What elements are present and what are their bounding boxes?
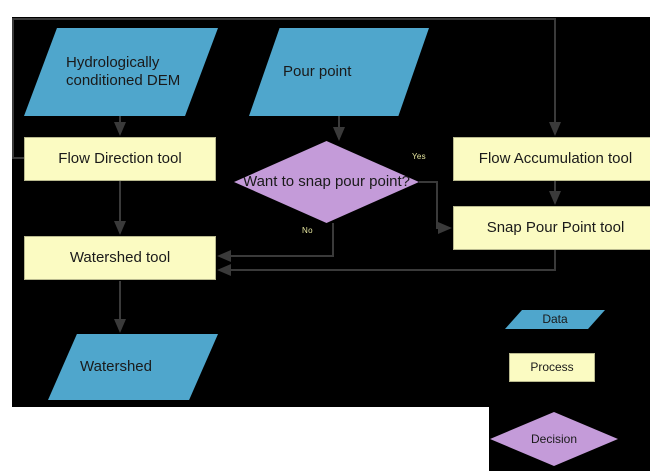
- node-label: Want to snap pour point?: [242, 172, 411, 190]
- node-label: Flow Direction tool: [58, 149, 182, 167]
- node-label: Hydrologically conditioned DEM: [66, 53, 181, 89]
- legend-label: Decision: [530, 431, 578, 446]
- legend-item-data: Data: [505, 310, 605, 329]
- node-pour-point[interactable]: Pour point: [249, 28, 429, 116]
- node-label: Pour point: [283, 62, 352, 80]
- node-flow-direction-tool[interactable]: Flow Direction tool: [24, 137, 216, 181]
- node-hydrologically-conditioned-dem[interactable]: Hydrologically conditioned DEM: [24, 28, 218, 116]
- branch-label-yes: Yes: [412, 152, 426, 161]
- node-label: Watershed: [80, 357, 152, 375]
- node-label: Flow Accumulation tool: [478, 149, 633, 167]
- legend-item-process: Process: [509, 353, 595, 382]
- legend-label: Data: [542, 312, 568, 327]
- legend-label: Process: [530, 360, 574, 375]
- branch-label-no: No: [302, 226, 313, 235]
- node-label: Snap Pour Point tool: [486, 218, 625, 236]
- node-label: Watershed tool: [69, 248, 171, 266]
- node-watershed[interactable]: Watershed: [48, 334, 218, 400]
- node-flow-accumulation-tool[interactable]: Flow Accumulation tool: [453, 137, 650, 181]
- node-snap-pour-point-tool[interactable]: Snap Pour Point tool: [453, 206, 650, 250]
- node-watershed-tool[interactable]: Watershed tool: [24, 236, 216, 280]
